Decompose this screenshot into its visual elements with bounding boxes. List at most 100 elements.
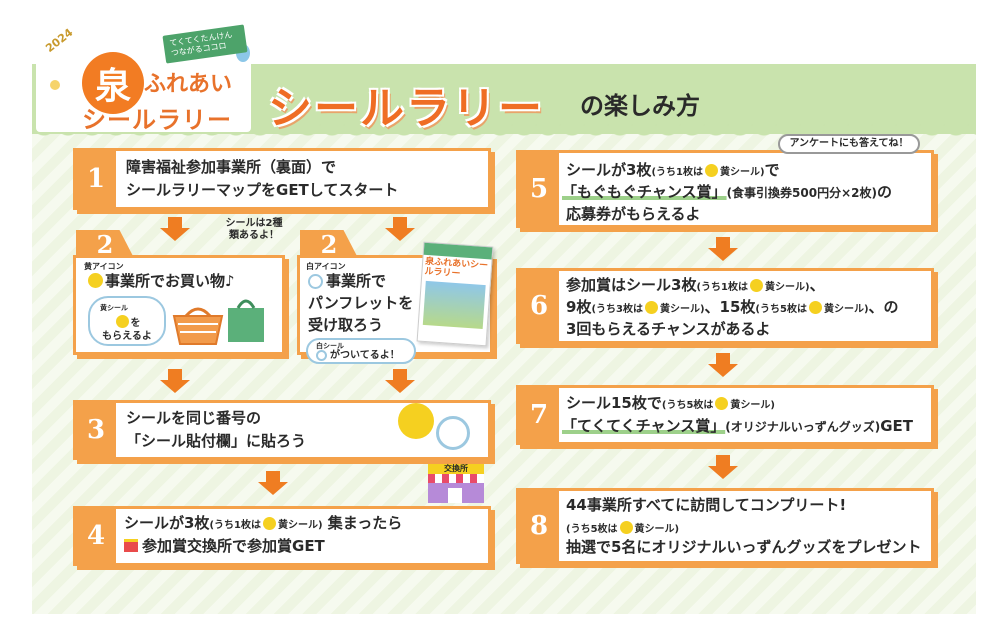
bubble-line-b: もらえるよ bbox=[102, 331, 152, 342]
step-5-l2b: (食事引換券500円分×2枚) bbox=[726, 186, 877, 200]
down-arrow bbox=[708, 455, 738, 479]
down-arrow bbox=[708, 353, 738, 377]
step-5-l1d: で bbox=[764, 161, 780, 179]
step-4-box bbox=[73, 506, 491, 566]
yellow-sticker-icon bbox=[644, 301, 658, 314]
step-6-l1d: 、 bbox=[809, 276, 825, 294]
bubble-tag: 白シール bbox=[316, 342, 344, 350]
step-6-l1c: 黄シール) bbox=[764, 282, 810, 293]
bubble-tag: 黄シール bbox=[100, 304, 128, 312]
bubble-line: がついてるよ！ bbox=[316, 350, 414, 362]
note-two-sticker-types: シールは2種類あるよ！ bbox=[222, 218, 286, 242]
step-5-l1c: 黄シール) bbox=[719, 167, 765, 178]
step-8-box bbox=[516, 488, 934, 564]
step-7-l2a: 「てくてくチャンス賞」 bbox=[562, 417, 726, 435]
step-5-line3: 応募券がもらえるよ bbox=[566, 205, 701, 223]
header-scallop bbox=[32, 124, 976, 144]
shop-body bbox=[428, 483, 484, 503]
step-6-l2b: (うち3枚は bbox=[591, 304, 643, 315]
down-arrow bbox=[258, 471, 288, 495]
step-1-number: 1 bbox=[76, 151, 116, 207]
step-4-line1: シールが3枚(うち1枚は黄シール) 集まったら bbox=[124, 512, 402, 537]
pamphlet-image: 泉ふれあいシールラリー bbox=[416, 241, 494, 347]
yellow-sticker-icon bbox=[749, 279, 763, 292]
step-1-line1: 障害福祉参加事業所（裏面）で bbox=[126, 158, 337, 176]
step-2b-line2: パンフレットを bbox=[308, 294, 414, 312]
logo-line1: ふれあい bbox=[144, 72, 233, 97]
step-8-l2a: (うち5枚は bbox=[566, 524, 618, 535]
pamphlet-photo bbox=[422, 280, 486, 330]
yellow-sticker-icon bbox=[262, 517, 276, 530]
down-arrow bbox=[160, 369, 190, 393]
step-7-number: 7 bbox=[519, 388, 559, 442]
step-6-l2c: 黄シール) bbox=[659, 304, 705, 315]
step-8-number: 8 bbox=[519, 491, 559, 561]
step-6-l2e: (うち5枚は bbox=[755, 304, 807, 315]
step-2a-main-text: 事業所でお買い物♪ bbox=[105, 272, 235, 290]
down-arrow bbox=[385, 369, 415, 393]
step-2a-number: 2 bbox=[76, 230, 134, 258]
step-7-l1c: 黄シール) bbox=[730, 400, 775, 411]
yellow-sticker-bubble: 黄シール を もらえるよ bbox=[88, 296, 166, 346]
step-4-l1a: シールが3枚 bbox=[124, 514, 210, 532]
step-6-l2f: 黄シール) bbox=[823, 304, 869, 315]
down-arrow bbox=[708, 237, 738, 261]
yellow-sticker-icon bbox=[619, 521, 633, 534]
step-8-line2: (うち5枚は 黄シール) bbox=[566, 516, 679, 541]
survey-note-bubble: アンケートにも答えてね！ bbox=[778, 134, 920, 154]
step-7-l1b: (うち5枚は bbox=[661, 400, 714, 411]
step-6-l2a: 9枚 bbox=[566, 298, 592, 316]
step-5-box bbox=[516, 150, 934, 228]
step-5-number: 5 bbox=[519, 153, 559, 225]
event-logo: 2024 てくてくたんけん つながるココロ 泉 ふれあい シールラリー bbox=[36, 14, 251, 134]
step-4-l1c: 黄シール) bbox=[277, 520, 323, 531]
shop-sign: 交換所 bbox=[428, 464, 484, 474]
step-5-l2a: 「もぐもぐチャンス賞」 bbox=[562, 183, 727, 201]
step-2a-main: 事業所でお買い物♪ bbox=[86, 270, 235, 292]
step-6-box bbox=[516, 268, 934, 344]
logo-line2: シールラリー bbox=[82, 106, 232, 134]
bubble-line-a: を bbox=[90, 315, 164, 330]
step-6-line2: 9枚(うち3枚は黄シール)、15枚(うち5枚は黄シール)、の bbox=[566, 296, 899, 321]
step-4-l1d: 集まったら bbox=[327, 514, 403, 532]
step-5-l1b: (うち1枚は bbox=[651, 167, 703, 178]
step-3-line2: 「シール貼付欄」に貼ろう bbox=[126, 432, 307, 450]
logo-year: 2024 bbox=[43, 25, 76, 56]
step-4-line2: 参加賞交換所で参加賞GET bbox=[124, 535, 325, 557]
logo-banner: てくてくたんけん つながるココロ bbox=[162, 24, 248, 64]
step-8-l2b: 黄シール) bbox=[634, 524, 680, 535]
gift-icon bbox=[124, 539, 138, 552]
step-5-line2: 「もぐもぐチャンス賞」(食事引換券500円分×2枚)の bbox=[562, 181, 892, 204]
white-sticker-icon bbox=[436, 416, 470, 450]
yellow-sticker-icon bbox=[398, 403, 434, 439]
step-6-l2g: 、の bbox=[868, 298, 899, 316]
step-1-line2: シールラリーマップをGETしてスタート bbox=[126, 181, 399, 199]
step-6-line3: 3回もらえるチャンスがあるよ bbox=[566, 320, 771, 338]
step-6-l2d: 、15枚 bbox=[704, 298, 756, 316]
step-7-line1: シール15枚で(うち5枚は 黄シール) bbox=[566, 392, 775, 417]
step-7-l1a: シール15枚で bbox=[566, 394, 662, 412]
yellow-sticker-icon bbox=[704, 164, 718, 177]
yellow-icon-tag: 黄アイコン bbox=[84, 262, 124, 271]
step-6-line1: 参加賞はシール3枚(うち1枚は 黄シール)、 bbox=[566, 274, 825, 299]
step-8-line3: 抽選で5名にオリジナルいっずんグッズをプレゼント bbox=[566, 538, 922, 556]
yellow-icon bbox=[88, 273, 103, 288]
shopping-basket-icon bbox=[172, 307, 224, 345]
bubble-a-text: を bbox=[130, 318, 141, 329]
step-7-line2: 「てくてくチャンス賞」(オリジナルいっずんグッズ)GET bbox=[562, 415, 913, 438]
page-title: シールラリー bbox=[268, 83, 544, 134]
pamphlet-title: 泉ふれあいシールラリー bbox=[424, 256, 489, 280]
step-6-l1a: 参加賞はシール3枚 bbox=[566, 276, 697, 294]
step-3-line1: シールを同じ番号の bbox=[126, 409, 262, 427]
white-sticker-icon bbox=[316, 350, 327, 361]
down-arrow bbox=[385, 217, 415, 241]
step-8-line1: 44事業所すべてに訪問してコンプリート! bbox=[566, 496, 847, 514]
shopping-bag-icon bbox=[228, 299, 264, 342]
step-3-number: 3 bbox=[76, 403, 116, 457]
step-6-l1b: (うち1枚は bbox=[696, 282, 748, 293]
down-arrow bbox=[160, 217, 190, 241]
white-sticker-bubble: 白シール がついてるよ！ bbox=[306, 338, 416, 364]
step-2b-line1: 事業所で bbox=[308, 270, 386, 292]
yellow-sticker-icon bbox=[715, 397, 729, 410]
step-2b-line1-text: 事業所で bbox=[326, 272, 387, 290]
